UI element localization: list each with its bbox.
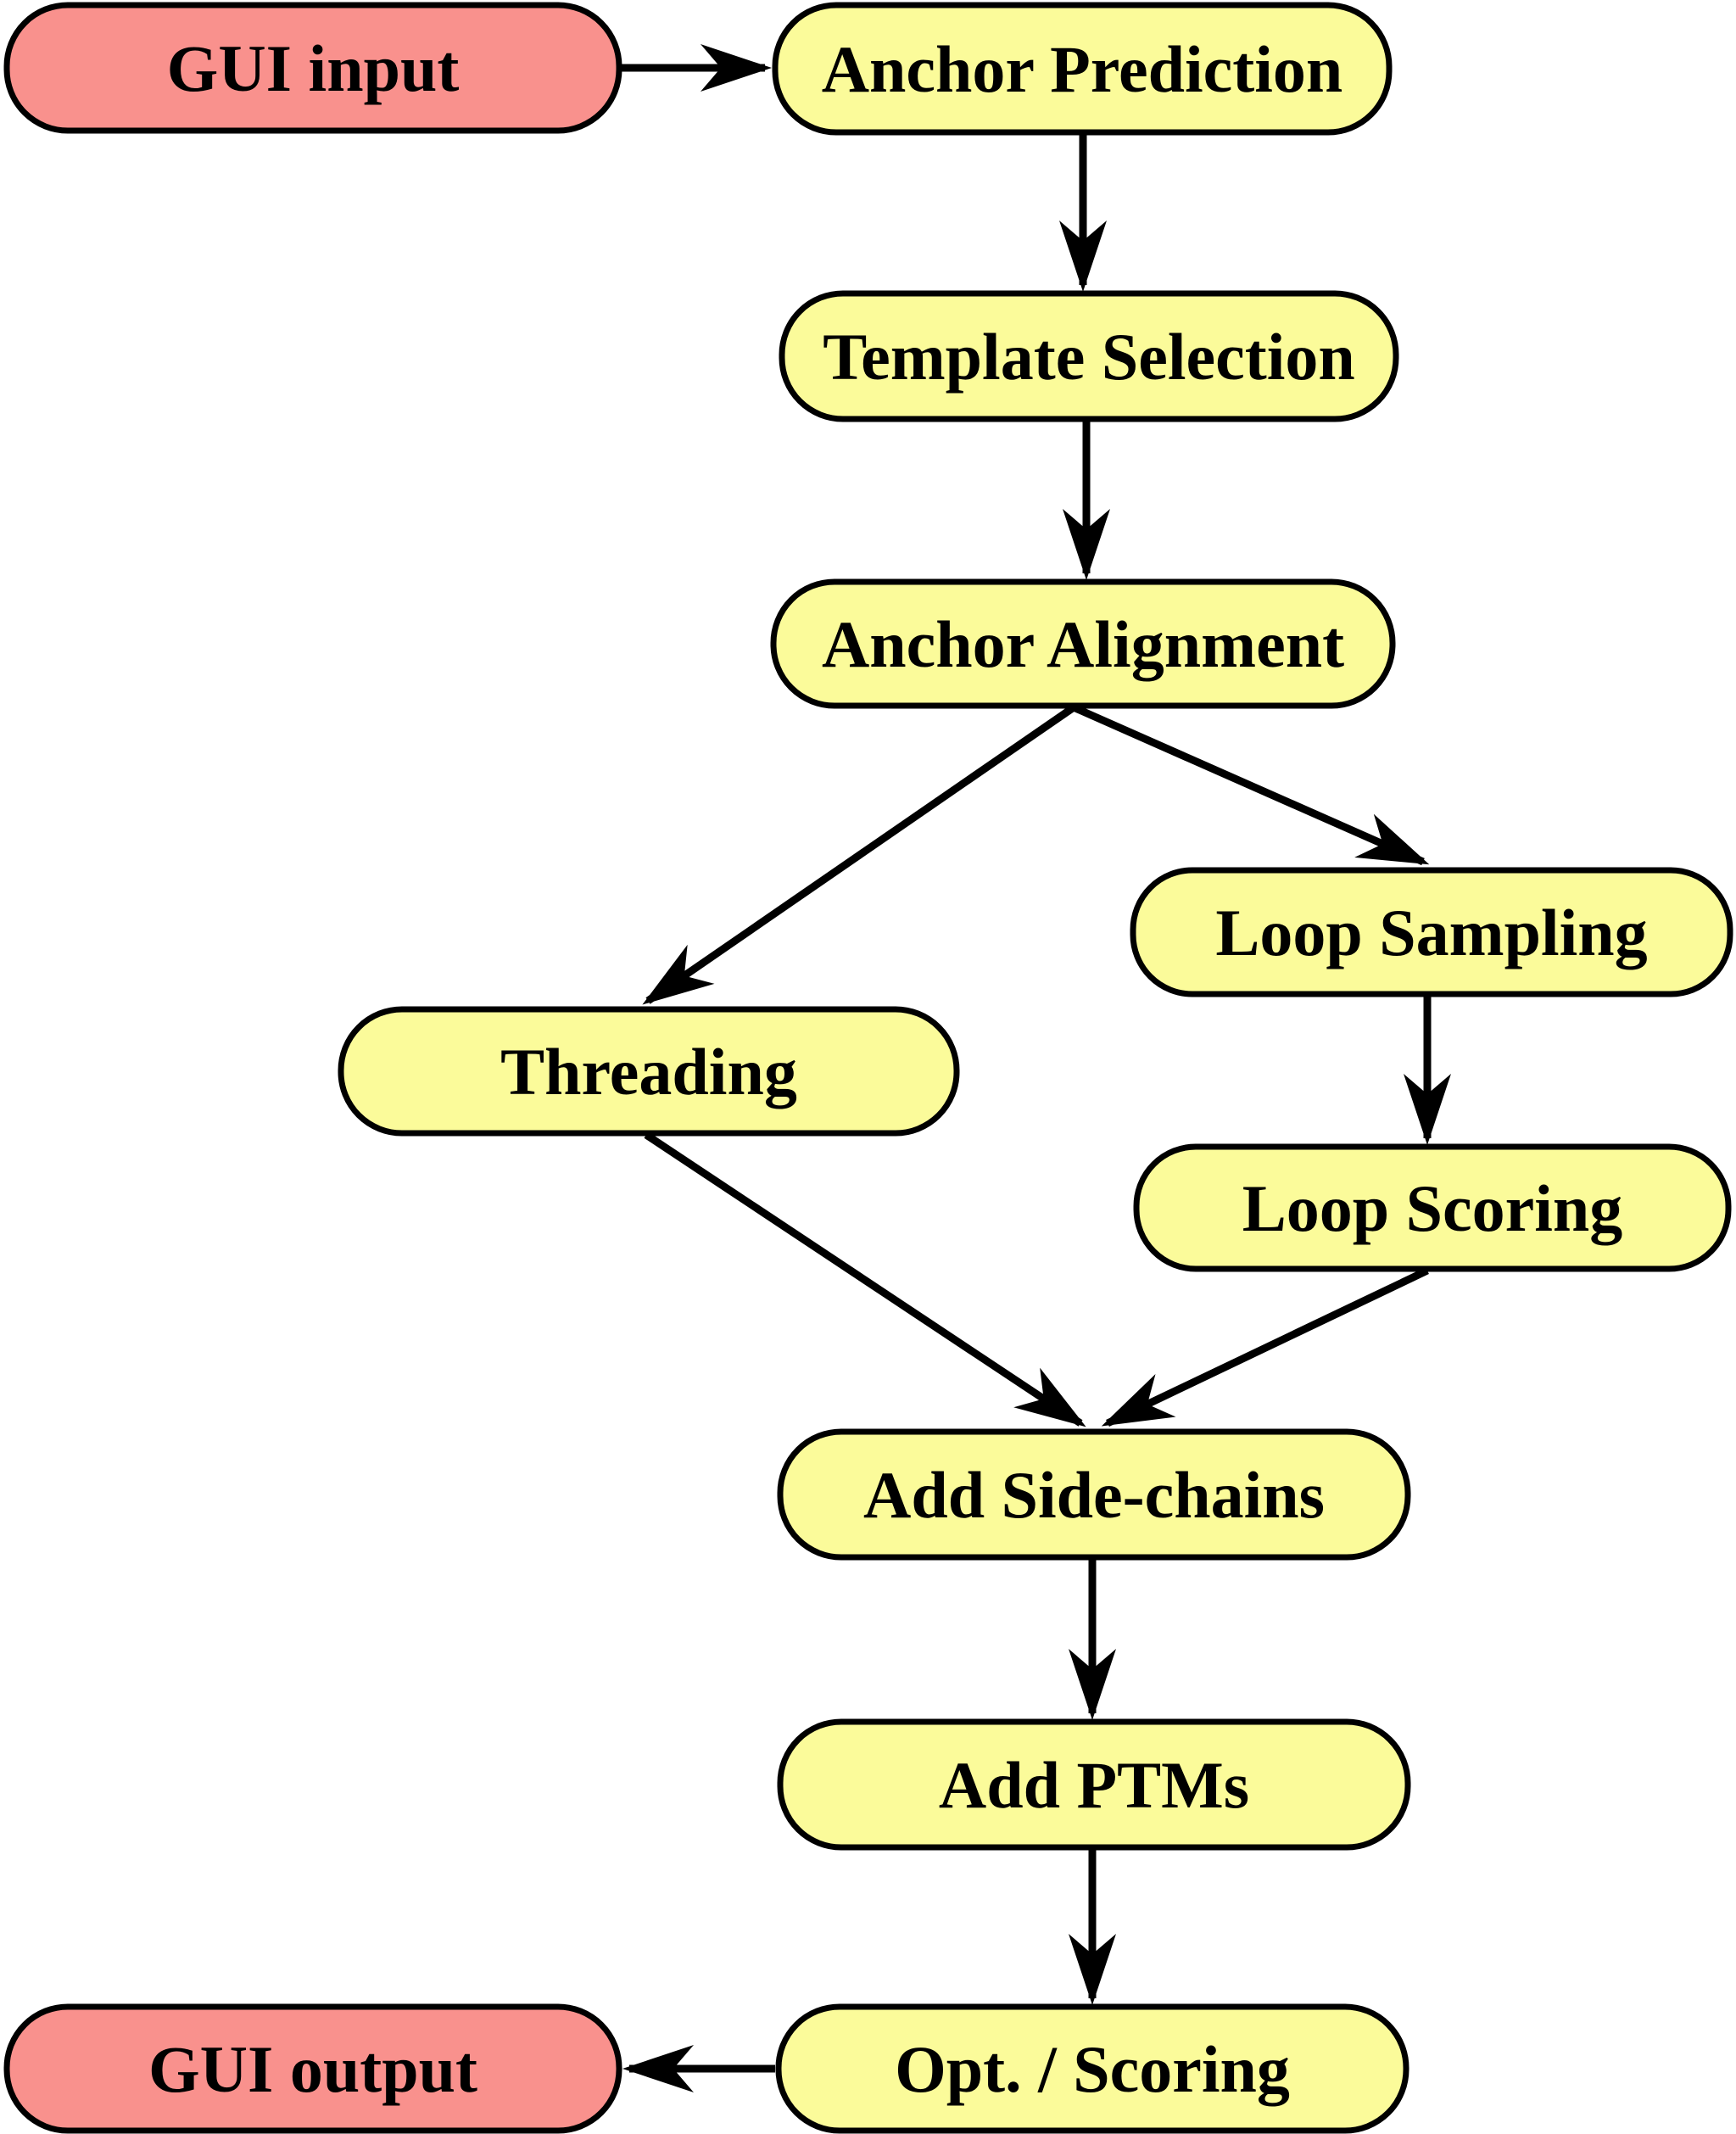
node-threading: Threading <box>338 1006 960 1137</box>
add-side-chains-label: Add Side-chains <box>863 1458 1325 1532</box>
node-opt-scoring: Opt. / Scoring <box>775 2003 1409 2134</box>
gui-input-label: GUI input <box>167 31 460 105</box>
anchor-alignment-shape <box>770 578 1396 709</box>
node-loop-sampling: Loop Sampling <box>1130 867 1733 997</box>
loop-sampling-shape <box>1130 867 1733 997</box>
gui-output-label: GUI output <box>148 2032 477 2106</box>
edge-threading-to-add-side-chains <box>644 1131 1086 1427</box>
threading-label: Threading <box>500 1035 797 1109</box>
add-side-chains-shape <box>777 1428 1411 1561</box>
edges <box>621 44 1451 2092</box>
node-add-side-chains: Add Side-chains <box>777 1428 1411 1561</box>
anchor-prediction-shape <box>772 2 1393 136</box>
node-anchor-alignment: Anchor Alignment <box>770 578 1396 709</box>
template-selection-label: Template Selection <box>823 320 1355 394</box>
add-ptms-shape <box>777 1718 1411 1851</box>
node-gui-output: GUI output <box>3 2003 622 2134</box>
loop-sampling-label: Loop Sampling <box>1215 896 1647 969</box>
gui-input-shape <box>3 2 622 134</box>
edge-anchor-alignment-to-loop-sampling <box>1072 703 1430 866</box>
add-ptms-label: Add PTMs <box>939 1748 1249 1822</box>
anchor-prediction-label: Anchor Prediction <box>822 32 1343 106</box>
node-gui-input: GUI input <box>3 2 622 134</box>
edge-anchor-alignment-to-threading <box>642 704 1076 1005</box>
gui-output-shape <box>3 2003 622 2134</box>
loop-scoring-shape <box>1133 1143 1732 1272</box>
node-template-selection: Template Selection <box>779 290 1399 422</box>
edge-loop-scoring-to-add-side-chains <box>1101 1266 1429 1427</box>
opt-scoring-shape <box>775 2003 1409 2134</box>
loop-scoring-label: Loop Scoring <box>1242 1171 1623 1245</box>
anchor-alignment-label: Anchor Alignment <box>822 607 1344 681</box>
node-add-ptms: Add PTMs <box>777 1718 1411 1851</box>
node-anchor-prediction: Anchor Prediction <box>772 2 1393 136</box>
threading-shape <box>338 1006 960 1137</box>
opt-scoring-label: Opt. / Scoring <box>895 2032 1290 2106</box>
template-selection-shape <box>779 290 1399 422</box>
node-loop-scoring: Loop Scoring <box>1133 1143 1732 1272</box>
